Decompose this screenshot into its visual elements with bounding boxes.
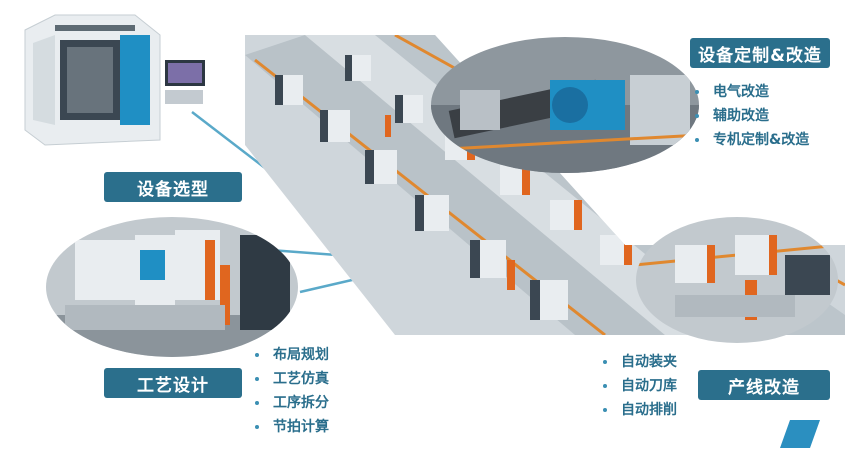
list-item: 节拍计算 [255,415,329,439]
bullet-dot [255,425,259,429]
bullet-dot [603,384,607,388]
bullet-dot [695,90,699,94]
line-retrofit-image [635,215,840,345]
equipment-customization-label: 设备定制&改造 [690,38,830,68]
equipment-selection-label: 设备选型 [104,172,242,202]
process-design-list: 布局规划 工艺仿真 工序拆分 节拍计算 [255,343,329,439]
bullet-dot [695,114,699,118]
accent-shape [780,420,820,448]
bullet-dot [603,360,607,364]
equipment-customization-list: 电气改造 辅助改造 专机定制&改造 [695,80,809,152]
process-design-label: 工艺设计 [104,368,242,398]
list-item: 布局规划 [255,343,329,367]
line-retrofit-list: 自动装夹 自动刀库 自动排削 [603,350,677,422]
process-design-image [45,215,300,360]
list-item: 自动装夹 [603,350,677,374]
list-item: 自动刀库 [603,374,677,398]
list-item: 电气改造 [695,80,809,104]
equipment-customization-image [430,35,700,175]
bullet-dot [695,138,699,142]
equipment-selection-image [15,5,215,155]
list-item: 专机定制&改造 [695,128,809,152]
bullet-dot [255,353,259,357]
bullet-dot [603,408,607,412]
line-retrofit-label: 产线改造 [698,370,830,400]
list-item: 自动排削 [603,398,677,422]
list-item: 工序拆分 [255,391,329,415]
list-item: 工艺仿真 [255,367,329,391]
bullet-dot [255,401,259,405]
list-item: 辅助改造 [695,104,809,128]
bullet-dot [255,377,259,381]
